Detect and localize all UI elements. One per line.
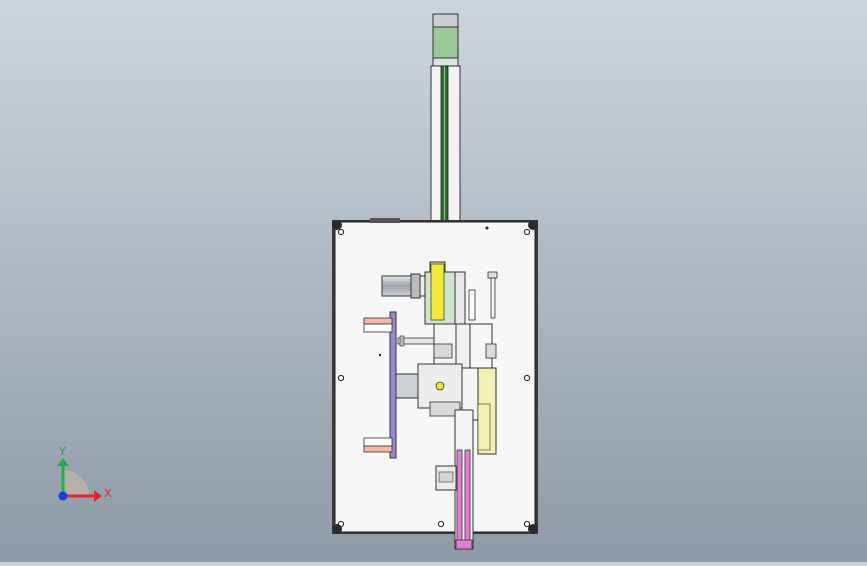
triad-z-dot-icon	[58, 491, 68, 501]
mech-block-a	[433, 343, 453, 359]
gear-plate-lower	[429, 401, 461, 417]
module-coupler	[432, 57, 459, 67]
yellow-hub-icon	[435, 381, 445, 391]
purple-bar	[389, 311, 397, 459]
hole	[337, 228, 345, 236]
hole	[337, 520, 345, 528]
side-plate	[454, 271, 466, 325]
gear-motor	[395, 373, 419, 399]
pink-slide[interactable]	[435, 409, 474, 550]
mech-column-b	[455, 323, 471, 369]
hole	[523, 374, 531, 382]
salmon-clamp-bottom	[363, 437, 393, 447]
sensor-cap	[487, 271, 498, 279]
pink-slide-end	[455, 539, 473, 550]
hole	[378, 353, 382, 357]
central-mechanism[interactable]	[395, 323, 497, 455]
corner-foot-br	[528, 524, 538, 534]
gear-plate	[417, 363, 463, 409]
hole	[437, 520, 445, 528]
corner-foot-tr	[528, 220, 538, 230]
module-motor-housing	[432, 13, 459, 29]
motor-body	[381, 275, 413, 297]
salmon-clamp-bottom-2	[363, 445, 393, 453]
coordinate-triad: X Y	[57, 445, 112, 502]
lower-clamp-inner	[438, 471, 454, 483]
top-edge-clip	[370, 218, 400, 223]
yellow-block-front	[430, 263, 445, 321]
shaft-collar	[399, 335, 405, 347]
servo-motor[interactable]	[381, 273, 431, 299]
yellow-carriage[interactable]	[424, 261, 466, 325]
slot-plate	[468, 289, 476, 321]
right-slide-inner	[477, 403, 491, 451]
module-motor-green	[432, 26, 459, 60]
mounting-holes	[337, 226, 531, 528]
corner-foot-tl	[332, 220, 342, 230]
triad-y-arrow-icon	[57, 458, 69, 466]
triad-x-label: X	[104, 487, 112, 500]
hole	[523, 520, 531, 528]
hole	[485, 226, 489, 230]
mech-block-b	[485, 343, 497, 359]
triad-arc	[63, 470, 89, 496]
hole	[523, 228, 531, 236]
corner-foot-bl	[332, 524, 342, 534]
motor-flange	[410, 273, 421, 299]
pink-rail-left	[456, 449, 463, 549]
triad-y-label: Y	[58, 445, 66, 458]
salmon-clamp-top	[363, 317, 393, 325]
sensor-column[interactable]	[468, 271, 498, 321]
pink-rail-right	[464, 449, 471, 549]
hole	[337, 374, 345, 382]
triad-x-arrow-icon	[94, 490, 102, 502]
sensor-rod	[490, 277, 496, 319]
salmon-clamp-top-2	[363, 323, 393, 333]
